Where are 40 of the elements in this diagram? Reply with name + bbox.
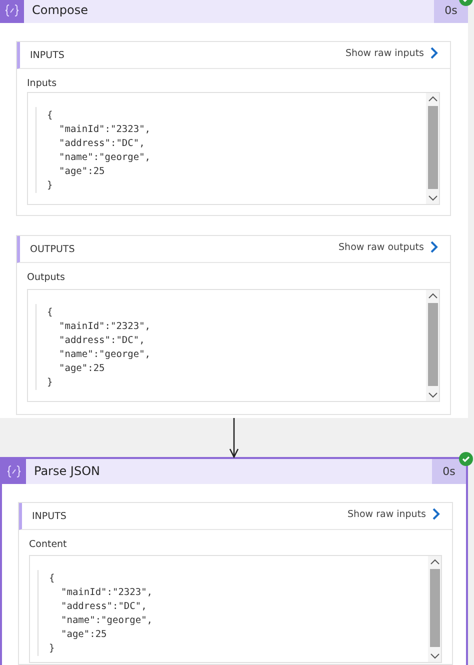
action-title: Compose <box>32 3 88 17</box>
code-box <box>27 289 440 402</box>
code-line: "mainId":"2323", <box>60 586 153 600</box>
show-raw-link: Show raw inputs <box>345 47 438 59</box>
code-line: "address":"DC", <box>60 600 147 614</box>
duration-text: 0s <box>432 459 466 484</box>
code-line: } <box>47 376 53 390</box>
show-raw-link: Show raw inputs <box>347 508 440 520</box>
code-line: "name":"george", <box>58 348 151 362</box>
section-title: OUTPUTS <box>30 244 75 255</box>
code-line: { <box>47 306 53 320</box>
code-line: "name":"george", <box>60 614 153 628</box>
action-card <box>0 457 468 665</box>
code-line: "mainId":"2323", <box>58 123 151 137</box>
code-line: "name":"george", <box>58 151 151 165</box>
section-panel <box>18 502 453 665</box>
code-box <box>29 555 442 663</box>
code-line: { <box>49 572 55 586</box>
show-raw-link: Show raw outputs <box>338 241 438 253</box>
code-line: "address":"DC", <box>58 137 145 151</box>
code-line: "age":25 <box>58 165 105 179</box>
code-line: } <box>47 179 53 193</box>
code-line: "address":"DC", <box>58 334 145 348</box>
section-panel <box>16 235 451 415</box>
action-title: Parse JSON <box>34 464 100 478</box>
section-title: INPUTS <box>32 511 66 522</box>
code-line: "mainId":"2323", <box>58 320 151 334</box>
field-label: Inputs <box>27 78 57 89</box>
code-box <box>27 92 440 205</box>
code-line: "age":25 <box>60 628 107 642</box>
field-label: Content <box>29 539 67 550</box>
arrow <box>229 418 239 458</box>
code-line: { <box>47 109 53 123</box>
code-line: "age":25 <box>58 362 105 376</box>
section-panel <box>16 41 451 216</box>
section-title: INPUTS <box>30 50 64 61</box>
duration-text: 0s <box>434 0 468 23</box>
code-line: } <box>49 642 55 656</box>
field-label: Outputs <box>27 272 65 283</box>
action-card <box>0 0 468 418</box>
